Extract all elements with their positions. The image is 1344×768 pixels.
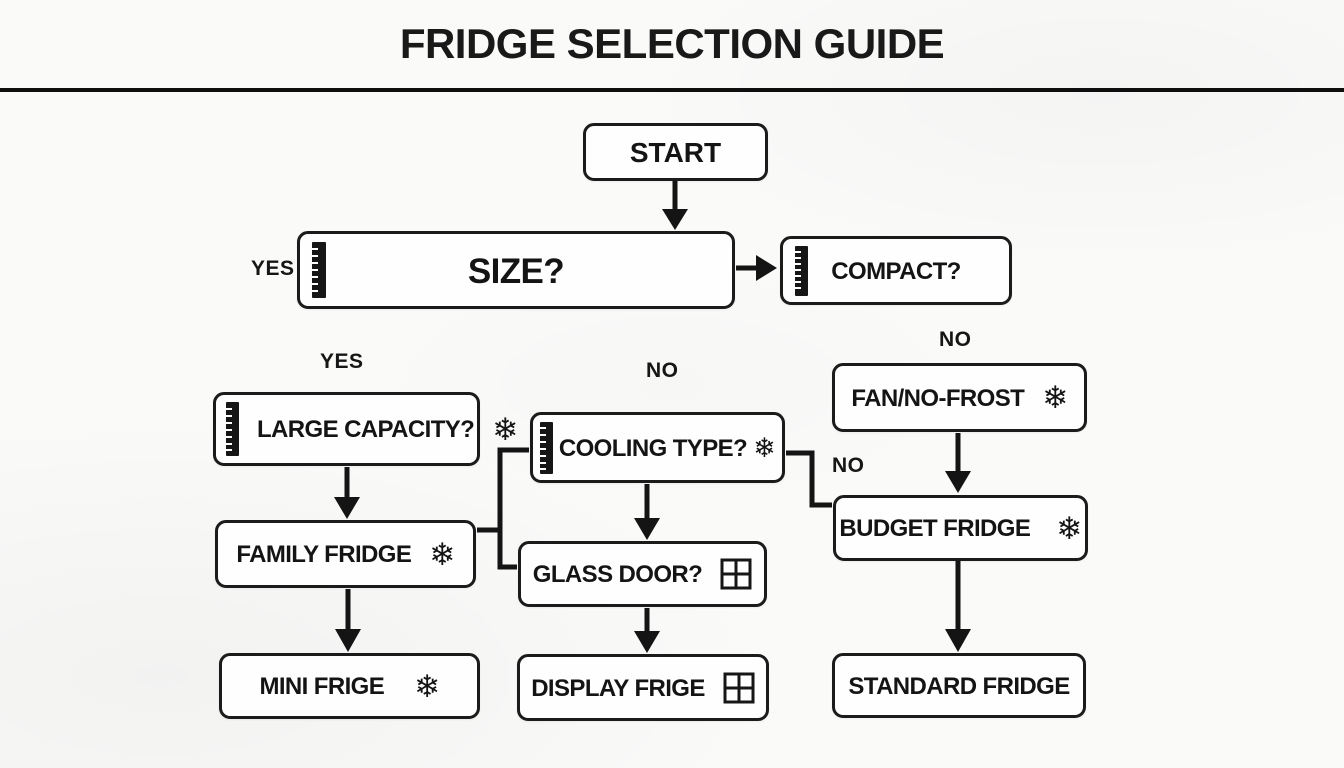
edge-label-yes-large-capacity: YES [320,350,364,373]
node-start-label: START [629,137,722,168]
snowflake-icon: ❄ [1042,380,1068,416]
page-title: FRIDGE SELECTION GUIDE [399,20,945,67]
snowflake-icon: ❄ [1056,510,1082,547]
ruler-icon [539,421,553,474]
snowflake-icon: ❄ [414,668,440,705]
node-size: SIZE? [297,231,735,309]
node-fan-no-frost: FAN/NO-FROST ❄ [832,363,1087,432]
node-cooling-type: COOLING TYPE? ❄ [530,412,785,483]
window-grid-icon [723,672,755,704]
window-grid-icon [720,558,752,590]
snowflake-icon: ❄ [492,411,518,448]
node-large-capacity: LARGE CAPACITY? ❄ [213,392,518,466]
node-standard-fridge: STANDARD FRIDGE [832,653,1086,718]
node-budget-fridge-label: BUDGET FRIDGE [839,515,1031,542]
edge-label-no-fan-no-frost: NO [939,328,972,351]
node-glass-door-label: GLASS DOOR? [532,561,703,588]
ruler-icon [312,242,326,298]
node-compact: COMPACT? [780,236,1012,305]
snowflake-icon: ❄ [429,536,455,573]
snowflake-icon: ❄ [753,433,776,464]
node-family-fridge-label: FAMILY FRIDGE [236,541,412,568]
node-fan-no-frost-label: FAN/NO-FROST [851,384,1025,412]
node-size-label: SIZE? [467,251,565,291]
node-display-frige-label: DISPLAY FRIGE [531,674,705,702]
node-mini-frige-label: MINI FRIGE [259,673,385,700]
node-family-fridge: FAMILY FRIDGE ❄ [215,520,476,588]
node-cooling-type-label: COOLING TYPE? [558,434,748,462]
node-display-frige: DISPLAY FRIGE [517,654,769,721]
node-compact-label: COMPACT? [831,257,961,285]
node-standard-fridge-label: STANDARD FRIDGE [848,672,1070,700]
edge-label-no-cooling-type: NO [646,359,679,382]
ruler-icon [226,402,239,456]
edge-label-no-budget-fridge: NO [832,454,865,477]
node-large-capacity-label: LARGE CAPACITY? [257,416,475,443]
edge-label-yes-size: YES [251,257,295,280]
title-divider [0,88,1344,92]
node-budget-fridge: BUDGET FRIDGE ❄ [833,495,1088,561]
node-start: START [583,123,768,181]
node-glass-door: GLASS DOOR? [518,541,767,607]
node-mini-frige: MINI FRIGE ❄ [219,653,480,719]
ruler-icon [795,245,808,296]
